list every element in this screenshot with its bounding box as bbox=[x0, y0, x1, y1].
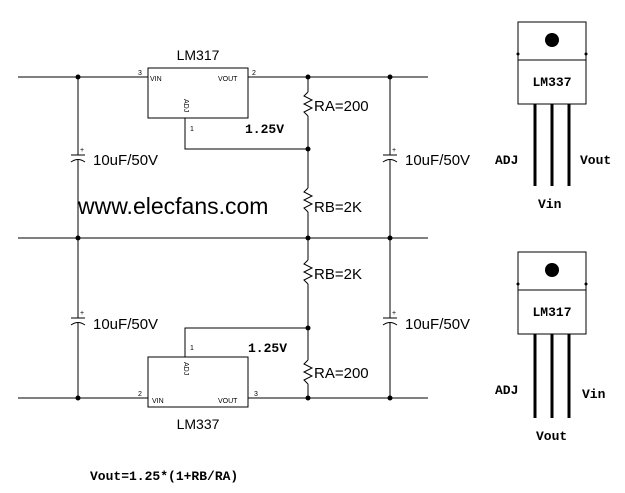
top-cin-label: 10uF/50V bbox=[93, 152, 158, 169]
top-pin-num-vin: 3 bbox=[138, 70, 142, 77]
top-pin-vout: VOUT bbox=[218, 76, 238, 83]
top-chip-name: LM317 bbox=[177, 47, 220, 63]
package-top-label-left: ADJ bbox=[495, 153, 518, 168]
bottom-regulator-circuit: VIN VOUT ADJ 2 3 1 LM337 1.25V RB=2K RA=… bbox=[18, 238, 470, 432]
bottom-pin-num-vin: 2 bbox=[138, 391, 142, 398]
bottom-chip-name: LM337 bbox=[177, 416, 220, 432]
package-bottom-label-right: Vin bbox=[582, 387, 606, 402]
package-top-mount-hole bbox=[545, 33, 559, 47]
bottom-chip-body bbox=[147, 356, 249, 408]
bottom-cout-label: 10uF/50V bbox=[405, 316, 470, 333]
bottom-pin-num-vout: 3 bbox=[254, 391, 258, 398]
top-rb-label: RB=2K bbox=[314, 199, 362, 216]
top-pin-adj: ADJ bbox=[182, 99, 189, 112]
svg-text:+: + bbox=[80, 147, 84, 154]
top-ref-voltage: 1.25V bbox=[245, 122, 284, 137]
package-bottom-label-middle: Vout bbox=[536, 429, 567, 444]
svg-text:+: + bbox=[80, 310, 84, 317]
bottom-pin-num-adj: 1 bbox=[190, 345, 194, 352]
top-adj-wire bbox=[184, 118, 308, 150]
bottom-pin-vout: VOUT bbox=[218, 398, 238, 405]
package-bottom-mount-hole bbox=[545, 263, 559, 277]
watermark-text: www.elecfans.com bbox=[77, 193, 268, 219]
top-ra-resistor bbox=[302, 91, 314, 117]
package-bottom: LM317 ADJ Vout Vin bbox=[495, 251, 606, 444]
bottom-pin-adj: ADJ bbox=[182, 362, 189, 375]
svg-text:+: + bbox=[392, 147, 396, 154]
bottom-adj-wire bbox=[184, 327, 308, 357]
package-top: LM337 ADJ Vin Vout bbox=[495, 21, 611, 212]
bottom-ra-resistor bbox=[302, 359, 314, 385]
package-bottom-chip-name: LM317 bbox=[532, 305, 571, 320]
package-top-chip-name: LM337 bbox=[532, 75, 571, 90]
output-voltage-formula: Vout=1.25*(1+RB/RA) bbox=[90, 469, 238, 484]
svg-text:+: + bbox=[392, 310, 396, 317]
bottom-rb-label: RB=2K bbox=[314, 266, 362, 283]
bottom-rb-resistor bbox=[302, 259, 314, 285]
top-regulator-circuit: VIN VOUT ADJ 3 2 1 LM317 1.25V RA=200 RB… bbox=[18, 47, 470, 238]
bottom-ra-label: RA=200 bbox=[314, 365, 369, 382]
bottom-cin-label: 10uF/50V bbox=[93, 316, 158, 333]
top-ra-label: RA=200 bbox=[314, 98, 369, 115]
package-top-label-right: Vout bbox=[580, 153, 611, 168]
package-bottom-label-left: ADJ bbox=[495, 383, 518, 398]
bottom-pin-vin: VIN bbox=[152, 398, 164, 405]
top-cout-label: 10uF/50V bbox=[405, 152, 470, 169]
top-pin-num-adj: 1 bbox=[190, 126, 194, 133]
top-pin-num-vout: 2 bbox=[252, 70, 256, 77]
package-top-label-middle: Vin bbox=[538, 197, 562, 212]
top-chip-body bbox=[147, 67, 249, 119]
bottom-ref-voltage: 1.25V bbox=[248, 341, 287, 356]
top-rb-resistor bbox=[302, 187, 314, 213]
top-pin-vin: VIN bbox=[150, 76, 162, 83]
